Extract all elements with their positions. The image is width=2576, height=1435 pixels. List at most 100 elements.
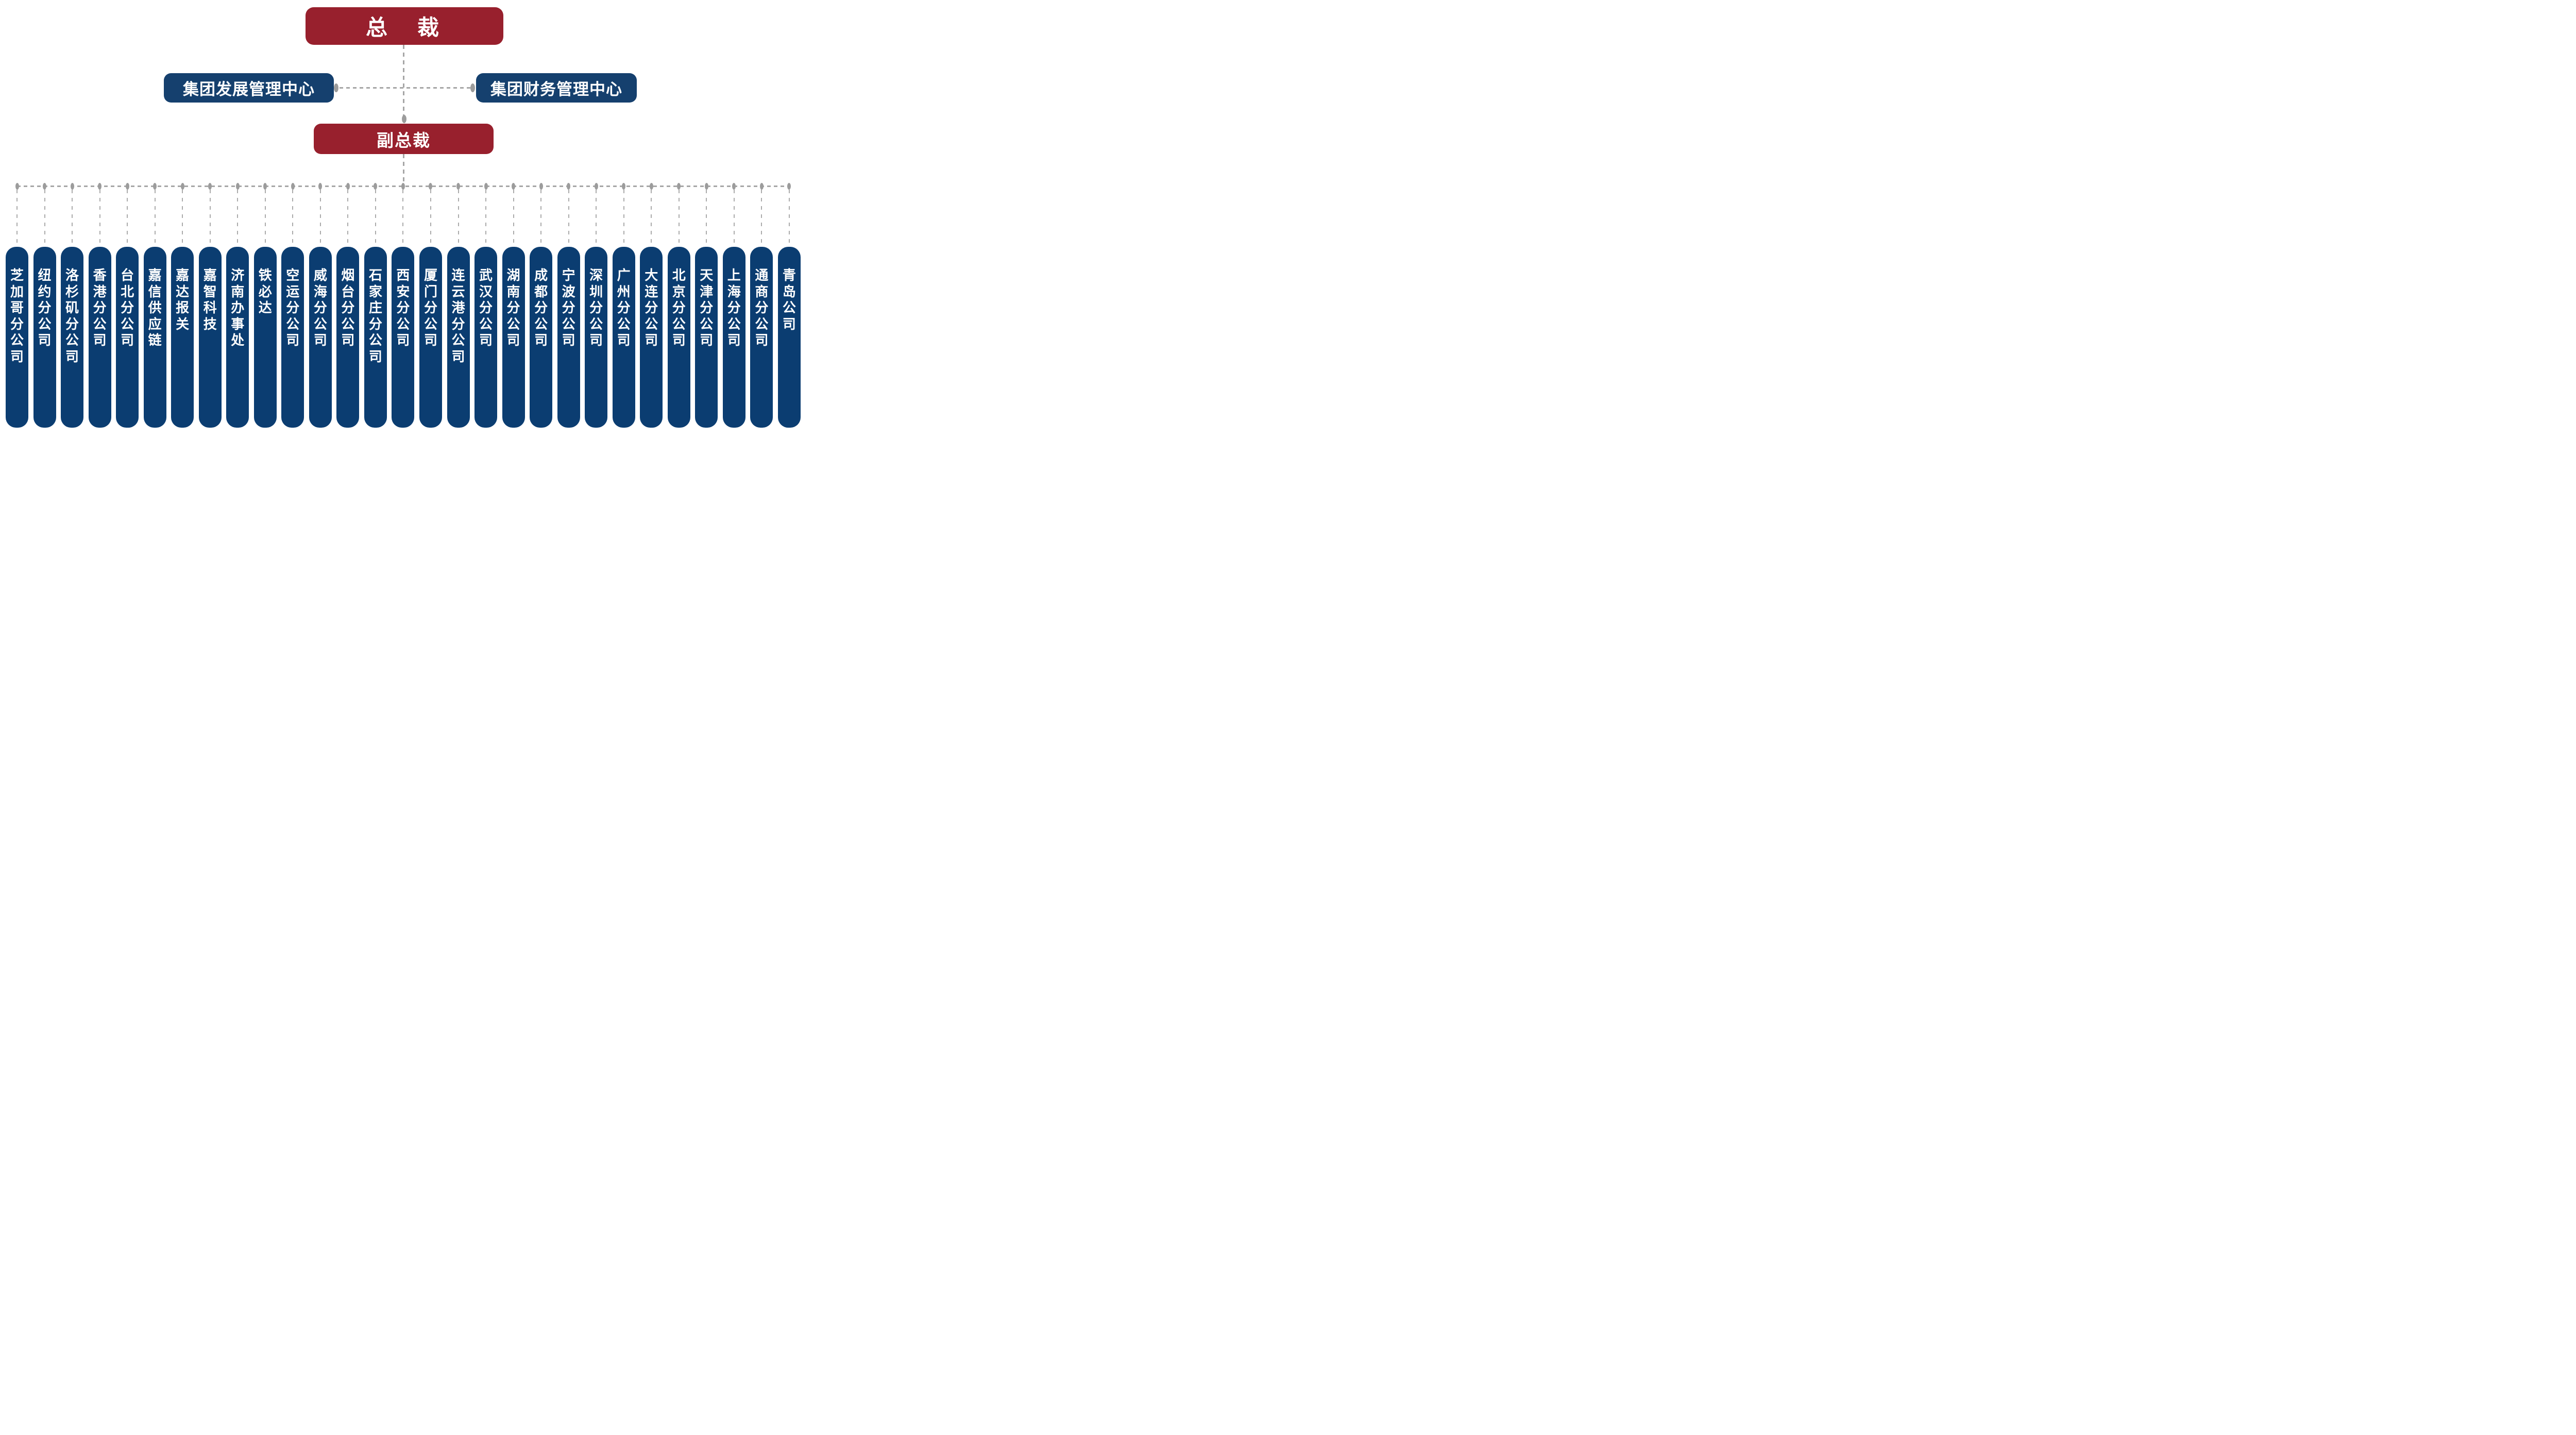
finance-center-label: 集团财务管理中心 <box>490 80 622 98</box>
branches-row: 芝加哥分公司 纽约分公司 洛杉矶分公司 香港分公司 台北分公司 嘉信供 <box>6 183 801 428</box>
branch-connector-line <box>733 190 735 247</box>
branch-connector-line <box>678 190 680 247</box>
branch-connector-line <box>402 190 404 247</box>
branch-connector-dot <box>594 183 598 190</box>
branch-connector-line <box>44 190 45 247</box>
branch-connector-line <box>651 190 652 247</box>
branch-column: 纽约分公司 <box>33 183 56 428</box>
branch-column: 青岛公司 <box>777 183 801 428</box>
vice-president-box: 副总裁 <box>314 124 494 154</box>
branch-column: 烟台分公司 <box>336 183 360 428</box>
president-vp-connector-line <box>403 45 404 115</box>
branch-connector-dot <box>235 183 240 190</box>
branch-column: 宁波分公司 <box>557 183 580 428</box>
branch-pill: 宁波分公司 <box>557 247 580 428</box>
dev-center-connector-dot <box>334 83 338 92</box>
branch-column: 成都分公司 <box>530 183 553 428</box>
branch-connector-line <box>16 190 18 247</box>
branch-column: 通商分公司 <box>750 183 773 428</box>
branch-connector-dot <box>208 183 212 190</box>
branch-column: 台北分公司 <box>116 183 139 428</box>
branch-connector-line <box>761 190 762 247</box>
branch-column: 上海分公司 <box>722 183 745 428</box>
branch-pill: 通商分公司 <box>750 247 773 428</box>
development-center-box: 集团发展管理中心 <box>164 73 334 103</box>
branch-column: 芝加哥分公司 <box>6 183 28 428</box>
branch-connector-dot <box>539 183 543 190</box>
branch-connector-line <box>430 190 431 247</box>
vice-president-label: 副总裁 <box>377 130 431 150</box>
vp-branches-connector-line <box>403 154 404 185</box>
branch-connector-dot <box>787 183 791 190</box>
branch-column: 天津分公司 <box>695 183 718 428</box>
branch-column: 嘉达报关 <box>171 183 194 428</box>
branch-connector-line <box>209 190 211 247</box>
branch-connector-line <box>99 190 100 247</box>
vp-top-connector-dot <box>402 115 406 123</box>
org-chart-canvas: 总 裁 集团发展管理中心 集团财务管理中心 副总裁 芝加哥分公司 纽约分公司 <box>0 0 808 450</box>
branch-connector-line <box>596 190 597 247</box>
branch-connector-dot <box>318 183 323 190</box>
branch-connector-dot <box>70 183 74 190</box>
branch-pill: 空运分公司 <box>281 247 304 428</box>
branch-pill: 威海分公司 <box>309 247 332 428</box>
branch-pill: 纽约分公司 <box>33 247 56 428</box>
branch-connector-line <box>319 190 321 247</box>
branch-column: 嘉信供应链 <box>143 183 166 428</box>
branch-connector-dot <box>677 183 681 190</box>
branch-connector-dot <box>263 183 267 190</box>
branch-column: 湖南分公司 <box>502 183 525 428</box>
president-label: 总 裁 <box>365 15 443 40</box>
branch-pill: 天津分公司 <box>695 247 718 428</box>
finance-center-box: 集团财务管理中心 <box>476 73 637 103</box>
branch-pill: 嘉智科技 <box>198 247 222 428</box>
branch-pill: 济南办事处 <box>226 247 249 428</box>
branch-connector-dot <box>346 183 350 190</box>
branch-column: 空运分公司 <box>281 183 304 428</box>
branch-connector-dot <box>484 183 488 190</box>
branch-connector-line <box>127 190 128 247</box>
branch-connector-dot <box>291 183 295 190</box>
branch-connector-line <box>788 190 790 247</box>
branch-connector-dot <box>401 183 405 190</box>
branch-pill: 芝加哥分公司 <box>6 247 28 428</box>
branch-column: 武汉分公司 <box>474 183 498 428</box>
branch-connector-dot <box>43 183 47 190</box>
branch-connector-dot <box>512 183 516 190</box>
branch-connector-dot <box>125 183 129 190</box>
development-center-label: 集团发展管理中心 <box>183 80 315 98</box>
branch-connector-line <box>623 190 624 247</box>
branch-pill: 铁必达 <box>253 247 277 428</box>
branch-connector-line <box>182 190 183 247</box>
branch-pill: 厦门分公司 <box>419 247 442 428</box>
branch-connector-line <box>292 190 294 247</box>
fin-center-connector-dot <box>470 83 475 92</box>
branch-column: 洛杉矶分公司 <box>61 183 84 428</box>
centers-connector-line <box>340 87 470 89</box>
branch-connector-dot <box>429 183 433 190</box>
branch-pill: 洛杉矶分公司 <box>61 247 84 428</box>
branch-column: 北京分公司 <box>667 183 690 428</box>
branch-pill: 嘉信供应链 <box>143 247 166 428</box>
branch-column: 连云港分公司 <box>447 183 470 428</box>
branch-connector-dot <box>15 183 19 190</box>
branch-column: 厦门分公司 <box>419 183 442 428</box>
branch-pill: 连云港分公司 <box>447 247 470 428</box>
branch-pill: 成都分公司 <box>530 247 553 428</box>
branch-connector-line <box>540 190 542 247</box>
branch-connector-line <box>706 190 707 247</box>
branch-column: 铁必达 <box>253 183 277 428</box>
branch-pill: 石家庄分公司 <box>364 247 387 428</box>
branch-connector-line <box>347 190 349 247</box>
branch-column: 西安分公司 <box>392 183 415 428</box>
branch-connector-line <box>72 190 73 247</box>
branch-pill: 嘉达报关 <box>171 247 194 428</box>
branch-pill: 武汉分公司 <box>474 247 498 428</box>
branch-connector-line <box>568 190 569 247</box>
branch-column: 深圳分公司 <box>585 183 608 428</box>
branch-column: 广州分公司 <box>612 183 635 428</box>
branch-connector-line <box>457 190 459 247</box>
branch-pill: 广州分公司 <box>612 247 635 428</box>
branch-pill: 烟台分公司 <box>336 247 360 428</box>
branch-connector-dot <box>374 183 378 190</box>
